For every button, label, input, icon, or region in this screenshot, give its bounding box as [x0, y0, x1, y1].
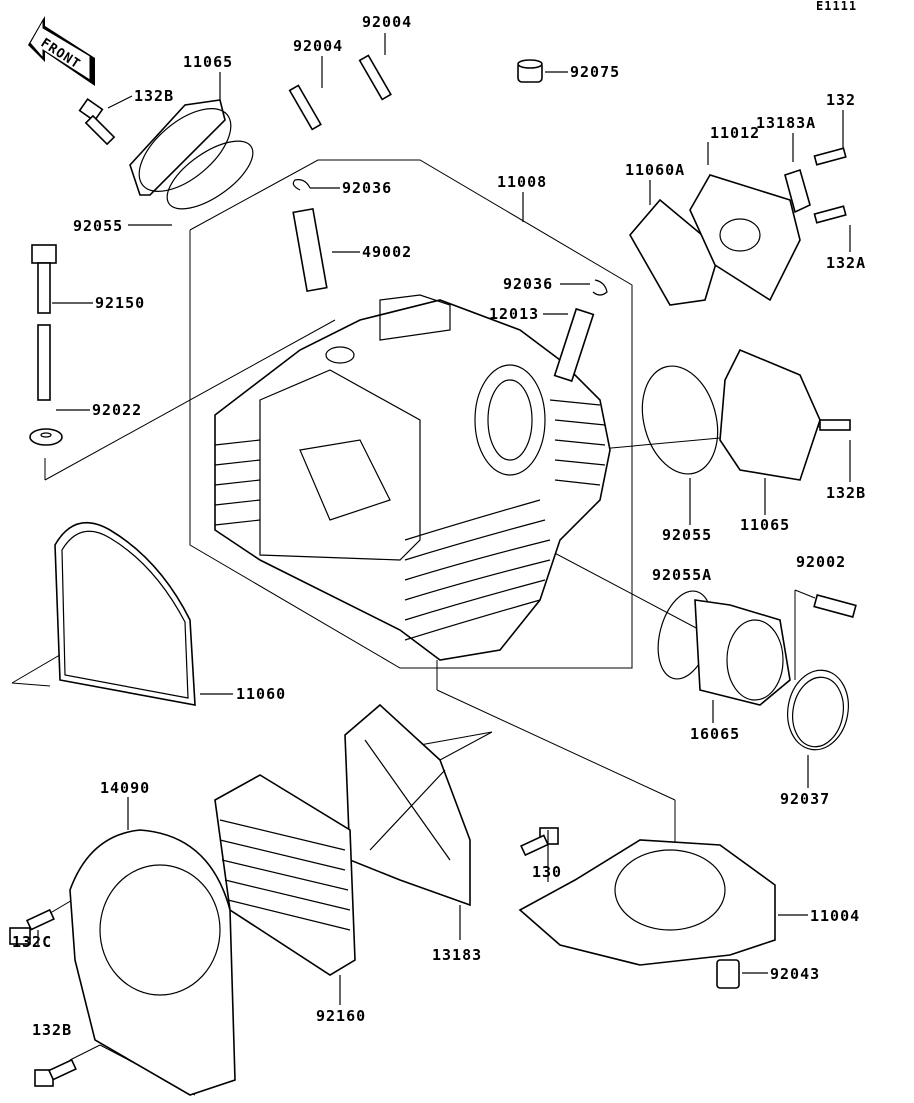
label-132B: 132B: [134, 87, 174, 105]
label-92004: 92004: [293, 37, 343, 55]
part-132C-bolt: [9, 908, 55, 945]
part-labels: 92004 92004 92075 11065 132B 132 11012 1…: [12, 13, 866, 1039]
label-92150: 92150: [95, 294, 145, 312]
label-92002: 92002: [796, 553, 846, 571]
part-92075-dowel: [517, 59, 543, 83]
label-92055A: 92055A: [652, 566, 712, 584]
label-132B: 132B: [32, 1021, 72, 1039]
label-92037: 92037: [780, 790, 830, 808]
label-49002: 49002: [362, 243, 412, 261]
part-13183-cover: [344, 703, 471, 907]
part-132B-bolt-right: [819, 419, 851, 431]
label-14090: 14090: [100, 779, 150, 797]
label-92022: 92022: [92, 401, 142, 419]
part-130-bolt: [520, 827, 559, 857]
label-92160: 92160: [316, 1007, 366, 1025]
part-92002-bolt: [813, 594, 857, 618]
part-92037-clamp: [787, 669, 849, 751]
part-14090-shroud: [69, 829, 236, 1096]
label-92004: 92004: [362, 13, 412, 31]
front-arrow-icon: FRONT: [28, 16, 95, 86]
label-11060: 11060: [236, 685, 286, 703]
part-132B-bolt-bottom: [34, 1058, 77, 1087]
label-132A: 132A: [826, 254, 866, 272]
label-11008: 11008: [497, 173, 547, 191]
label-11060A: 11060A: [625, 161, 685, 179]
part-92150-bolt: [31, 244, 57, 401]
part-132-bolts: [813, 147, 847, 224]
label-92036: 92036: [342, 179, 392, 197]
diagram-code: E1111: [816, 0, 857, 13]
label-92075: 92075: [570, 63, 620, 81]
label-92055: 92055: [662, 526, 712, 544]
label-130: 130: [532, 863, 562, 881]
part-92004-studs: [288, 54, 392, 131]
label-92036: 92036: [503, 275, 553, 293]
part-16065-holder: [694, 599, 791, 706]
part-11004-gasket: [518, 839, 776, 966]
part-92160-fins: [214, 774, 356, 976]
label-11065: 11065: [183, 53, 233, 71]
part-11060A-gasket: [629, 198, 721, 306]
part-92043-dowel: [716, 959, 740, 989]
part-92055-oring-right: [641, 365, 719, 475]
part-11065-top: [129, 99, 254, 210]
label-12013: 12013: [489, 305, 539, 323]
label-92055: 92055: [73, 217, 123, 235]
part-49002-guide: [292, 207, 328, 293]
label-132: 132: [826, 91, 856, 109]
cylinder-head: [214, 294, 611, 661]
part-12013-guide: [553, 307, 595, 383]
label-11012: 11012: [710, 124, 760, 142]
label-132B: 132B: [826, 484, 866, 502]
label-132C: 132C: [12, 933, 52, 951]
label-13183: 13183: [432, 946, 482, 964]
part-11065-cover-right: [719, 348, 821, 481]
label-13183A: 13183A: [756, 114, 816, 132]
label-92043: 92043: [770, 965, 820, 983]
part-92036-clips: [292, 179, 608, 296]
part-132B-bolt-top: [78, 97, 116, 146]
leader-lines: [37, 33, 851, 1005]
label-11004: 11004: [810, 907, 860, 925]
part-11012-cover: [689, 174, 801, 302]
label-16065: 16065: [690, 725, 740, 743]
part-11060-gasket: [54, 521, 196, 706]
part-13183A-plate: [784, 168, 811, 214]
label-11065: 11065: [740, 516, 790, 534]
part-92022-washer: [29, 428, 63, 446]
